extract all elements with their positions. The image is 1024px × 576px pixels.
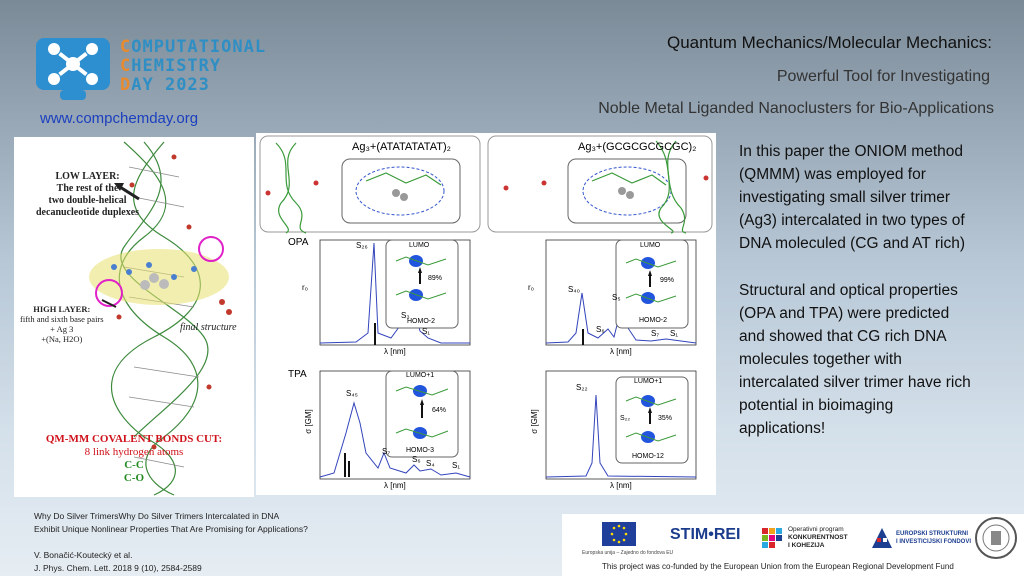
high-layer-desc: fifth and sixth base pairs (20, 314, 104, 324)
x-axis-label: λ [nm] (384, 347, 406, 356)
opa-tpa-spectra (259, 135, 713, 480)
bond-cut-marker-1 (198, 236, 224, 262)
y-axis-label: r₀ (302, 283, 308, 292)
esi-funds-logo-icon (872, 528, 892, 548)
reference-block: Why Do Silver TrimersWhy Do Silver Trime… (34, 511, 308, 573)
cc-bond-label: C-C (124, 459, 144, 471)
website-link[interactable]: www.compchemday.org (40, 110, 199, 127)
university-seal-icon (974, 516, 1018, 560)
link-atoms-label: 8 link hydrogen atoms (84, 446, 184, 458)
tpa-cg-peak-label: S₂₂ (576, 383, 588, 392)
esi-funds-label: EUROPSKI STRUKTURNI I INVESTICIJSKI FOND… (896, 531, 972, 545)
eu-caption: Europska unija – Zajedno do fondova EU (582, 550, 674, 556)
cross-molecule-logo-icon (36, 38, 110, 100)
page-subtitle-2: Noble Metal Liganded Nanoclusters for Bi… (598, 100, 994, 117)
stim-rei-logo: STIM•REI (670, 526, 741, 543)
bonds-cut-title: QM-MM COVALENT BONDS CUT: (45, 433, 223, 445)
page-subtitle-1: Powerful Tool for Investigating (776, 68, 990, 85)
cg-structure-title: Ag₃+(GCGCGCGCGC)₂ (578, 141, 697, 153)
high-layer-title: HIGH LAYER: (33, 304, 91, 314)
at-structure-title: Ag₃+(ATATATATAT)₂ (352, 141, 451, 153)
reference-title: Why Do Silver TrimersWhy Do Silver Trime… (34, 511, 280, 521)
tpa-label: TPA (288, 369, 307, 380)
co-bond-label: C-O (123, 472, 145, 484)
op-program-label: Operativni program KONKURENTNOST I KOHEZ… (788, 526, 848, 549)
page-title: Quantum Mechanics/Molecular Mechanics: (666, 33, 992, 52)
opa-label: OPA (288, 237, 309, 248)
reference-authors: V. Bonačić-Koutecký et al. (34, 550, 133, 560)
op-logo-icon (762, 528, 782, 548)
funding-footer: Europska unija – Zajedno do fondova EU S… (562, 514, 1024, 576)
dna-structure-illustration (89, 141, 232, 496)
qmmm-structure-figure: LOW LAYER: The rest of the two double-he… (14, 137, 254, 497)
arrow-icon (119, 185, 140, 201)
low-layer-desc: The rest of the (56, 183, 119, 194)
funding-statement: This project was co-funded by the Europe… (602, 562, 954, 571)
low-layer-title: LOW LAYER: (55, 171, 120, 182)
final-structure-label: final structure (180, 322, 237, 333)
opa-at-peak-label: S₂₆ (356, 241, 368, 250)
spectra-figure: Ag₃+(ATATATATAT)₂ Ag₃+(GCGCGCGCGC)₂ OPA … (256, 133, 716, 495)
bond-cut-marker-2 (95, 279, 123, 307)
summary-paragraph-2: Structural and optical properties (OPA a… (739, 282, 971, 437)
opa-cg-peak-label: S₄₀ (568, 285, 580, 294)
reference-journal: J. Phys. Chem. Lett. 2018 9 (10), 2584-2… (34, 563, 202, 573)
brand-name: COMPUTATIONAL CHEMISTRY DAY 2023 (120, 37, 267, 95)
summary-text: In this paper the ONIOM method (QMMM) wa… (739, 140, 979, 464)
high-layer-region (89, 249, 229, 305)
summary-paragraph-1: In this paper the ONIOM method (QMMM) wa… (739, 143, 965, 252)
eu-flag-icon (602, 522, 636, 546)
tpa-at-peak-label: S₄₅ (346, 389, 358, 398)
